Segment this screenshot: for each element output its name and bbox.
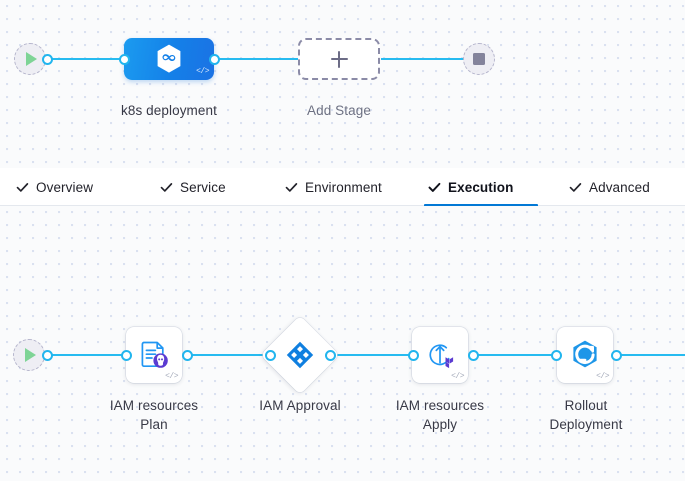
pipeline-start-node[interactable] (14, 43, 46, 75)
port-apply-out[interactable] (468, 349, 479, 361)
stage-node-k8s-deployment[interactable]: </> (124, 38, 214, 80)
tab-advanced[interactable]: Advanced (565, 168, 654, 206)
step-node-iam-resources-plan[interactable]: </> (126, 327, 182, 383)
tab-environment-label: Environment (305, 179, 382, 195)
k8s-rollout-icon (573, 340, 597, 368)
edge-add-to-end (381, 58, 471, 60)
tab-overview-label: Overview (36, 179, 94, 195)
edge-start-to-plan (46, 354, 130, 356)
check-icon (16, 182, 29, 192)
plus-icon (330, 50, 348, 68)
port-start-out[interactable] (42, 53, 53, 65)
tab-environment[interactable]: Environment (281, 168, 386, 206)
step-node-rollout-deployment[interactable]: </> (557, 327, 613, 383)
port-exec-start-out[interactable] (42, 349, 53, 361)
tab-execution[interactable]: Execution (424, 168, 538, 207)
tab-service-label: Service (180, 179, 226, 195)
play-icon (26, 52, 37, 66)
port-stage-in[interactable] (119, 53, 130, 65)
step-label-rollout-deployment: Rollout Deployment (549, 398, 623, 432)
edge-plan-to-approval (187, 354, 271, 356)
stage-label-k8s-deployment: k8s deployment (121, 103, 217, 118)
step-code-badge: </> (596, 372, 609, 381)
stage-code-badge: </> (196, 67, 209, 76)
add-stage-button[interactable] (298, 38, 380, 80)
port-plan-out[interactable] (182, 349, 193, 361)
play-icon (25, 348, 36, 362)
port-approval-in[interactable] (265, 349, 276, 361)
port-stage-out[interactable] (209, 53, 220, 65)
step-node-iam-resources-apply[interactable]: </> (412, 327, 468, 383)
port-rollout-out[interactable] (611, 349, 622, 361)
edge-stage-to-add (214, 58, 300, 60)
stage-config-tabs: Overview Service Environment Execution A… (0, 168, 685, 207)
tab-service[interactable]: Service (156, 168, 230, 206)
stop-icon (473, 53, 485, 65)
execution-graph-canvas[interactable]: </> IAM resources Plan IAM Approval (0, 206, 685, 481)
port-plan-in[interactable] (121, 349, 132, 361)
terraform-plan-icon (141, 341, 168, 368)
port-rollout-in[interactable] (551, 349, 562, 361)
execution-start-node[interactable] (13, 339, 45, 371)
port-approval-out[interactable] (325, 349, 336, 361)
tab-execution-label: Execution (448, 179, 514, 195)
harness-cd-hexagon-icon (157, 44, 181, 73)
check-icon (285, 182, 298, 192)
step-label-iam-approval: IAM Approval (259, 398, 341, 413)
tab-execution-underline (424, 204, 538, 207)
check-icon (160, 182, 173, 192)
step-code-badge: </> (165, 372, 178, 381)
step-label-iam-resources-apply: IAM resources Apply (395, 398, 485, 432)
add-stage-label: Add Stage (307, 103, 371, 118)
tab-advanced-label: Advanced (589, 179, 650, 195)
check-icon (428, 182, 441, 192)
check-icon (569, 182, 582, 192)
pipeline-end-node[interactable] (463, 43, 495, 75)
edge-rollout-onward (616, 354, 685, 356)
step-label-iam-resources-plan: IAM resources Plan (109, 398, 199, 432)
edge-approval-to-apply (330, 354, 414, 356)
stage-graph-canvas[interactable]: </> k8s deployment Add Stage (0, 0, 685, 169)
tab-overview[interactable]: Overview (12, 168, 97, 206)
step-code-badge: </> (451, 372, 464, 381)
edge-apply-to-rollout (473, 354, 557, 356)
edge-start-to-stage (46, 58, 126, 60)
terraform-apply-icon (429, 344, 454, 369)
port-apply-in[interactable] (408, 349, 419, 361)
